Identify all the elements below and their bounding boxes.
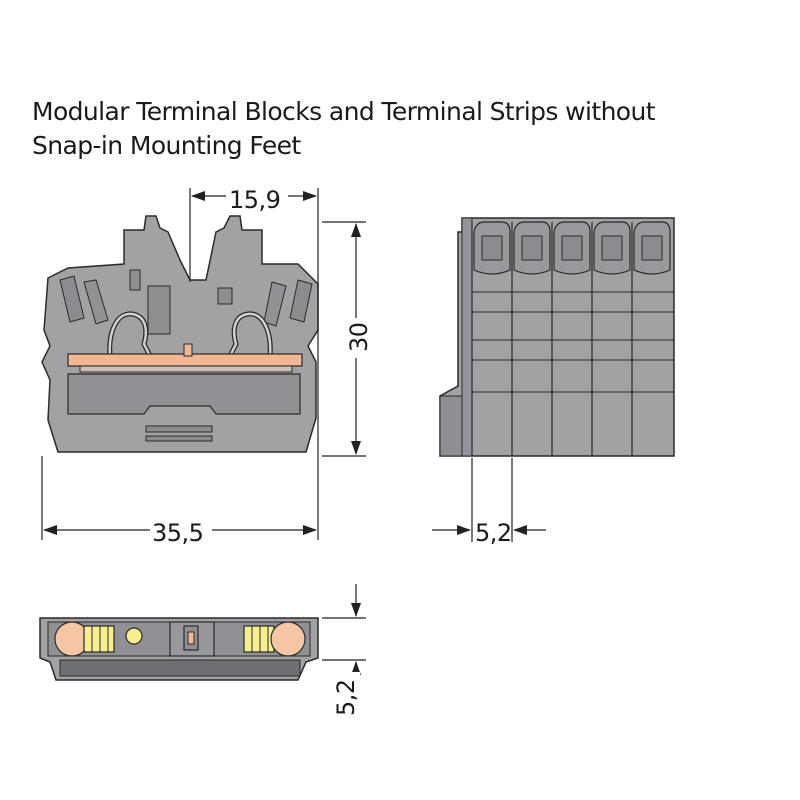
side-view bbox=[439, 217, 675, 457]
dim-label-height: 30 bbox=[345, 322, 373, 352]
front-clamp-left bbox=[59, 275, 85, 323]
side-module-slot-4 bbox=[601, 235, 623, 261]
bottom-contact-right-outer bbox=[270, 621, 306, 657]
dim-label-bg-height bbox=[342, 318, 372, 358]
front-center-slot bbox=[147, 285, 171, 335]
bottom-contact-dot bbox=[125, 627, 143, 645]
side-module-slot-1 bbox=[481, 235, 503, 261]
side-module-slot-3 bbox=[561, 235, 583, 261]
title-line-2: Snap-in Mounting Feet bbox=[32, 131, 301, 160]
front-slot-left bbox=[83, 279, 109, 325]
dim-label-bg-total bbox=[150, 516, 212, 546]
front-slot-right bbox=[263, 281, 287, 327]
dim-label-bg-top bbox=[226, 182, 288, 212]
front-bottom-slot-2 bbox=[145, 435, 213, 442]
side-modules bbox=[471, 221, 671, 456]
bottom-contact-right-clamp bbox=[243, 625, 275, 653]
side-module-slot-2 bbox=[521, 235, 543, 261]
bottom-contact-left-clamp bbox=[83, 625, 115, 653]
dim-label-total-width: 35,5 bbox=[152, 519, 203, 547]
bottom-view bbox=[39, 617, 319, 681]
dim-label-pitch: 5,2 bbox=[475, 519, 512, 547]
dim-label-bottom-depth: 5,2 bbox=[332, 679, 360, 716]
dim-label-top-width: 15,9 bbox=[229, 186, 280, 214]
front-view bbox=[41, 215, 319, 453]
side-end-plate bbox=[461, 217, 473, 457]
front-housing bbox=[41, 215, 319, 453]
front-bottom-slot-1 bbox=[145, 425, 213, 433]
front-lower-chamber bbox=[67, 373, 301, 415]
front-busbar-lower bbox=[79, 365, 293, 373]
dim-label-bg-bottom bbox=[330, 672, 360, 718]
title-line-1: Modular Terminal Blocks and Terminal Str… bbox=[32, 97, 656, 126]
bottom-lower-band bbox=[59, 659, 301, 677]
front-clamp-right bbox=[289, 279, 313, 323]
front-center-slot-small bbox=[217, 287, 233, 305]
front-upper-notch bbox=[129, 269, 141, 291]
side-foot bbox=[439, 395, 463, 457]
bottom-center-slot-inner bbox=[187, 631, 195, 645]
side-dimensions bbox=[432, 458, 546, 542]
front-spring-right-inner bbox=[228, 312, 272, 357]
front-spring-left-inner bbox=[108, 312, 152, 357]
front-busbar-pin bbox=[183, 343, 193, 357]
side-module-slot-5 bbox=[641, 235, 663, 261]
